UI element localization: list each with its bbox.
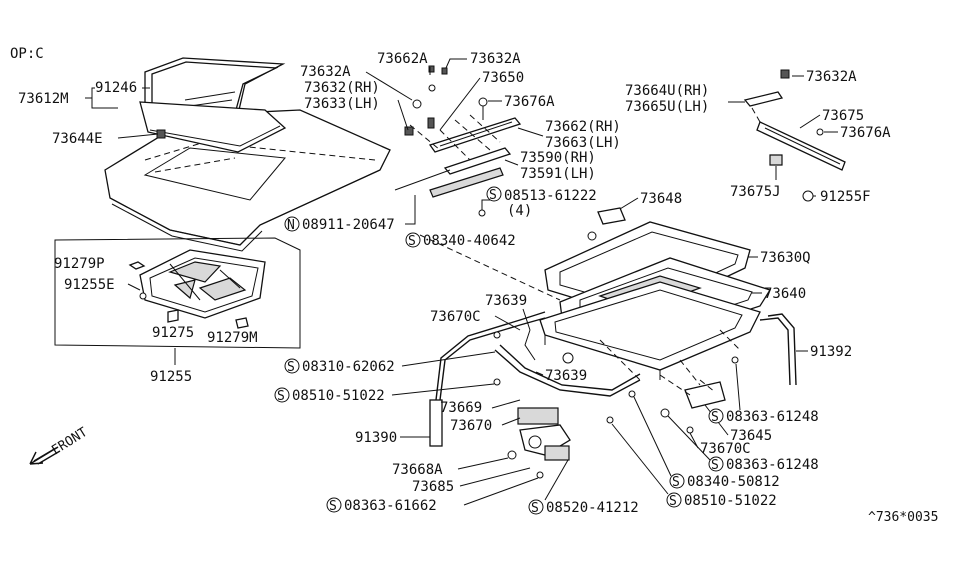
label-73670: 73670 [450, 418, 492, 434]
label-73676A-2: 73676A [840, 125, 891, 141]
label-73663LH: 73663(LH) [545, 135, 621, 151]
label-91246: 91246 [95, 80, 137, 96]
screw-symbol-s: S [669, 494, 677, 509]
label-91275: 91275 [152, 325, 194, 341]
label-73685: 73685 [412, 479, 454, 495]
screw-symbol-s: S [408, 234, 416, 249]
screw-symbol-icon [284, 358, 300, 374]
label-73632A-1: 73632A [300, 64, 351, 80]
screw-symbol-icon [666, 492, 682, 508]
label-08363-61248-b: 08363-61248 [726, 457, 819, 473]
screw-symbol-s: S [287, 360, 295, 375]
label-73669: 73669 [440, 400, 482, 416]
label-08310-62062: 08310-62062 [302, 359, 395, 375]
screw-91255e-icon [139, 292, 147, 300]
sunroof-frame-assembly [539, 221, 771, 386]
drain-hose-91390 [429, 399, 443, 447]
label-08363-61248-a: 08363-61248 [726, 409, 819, 425]
label-73648: 73648 [640, 191, 682, 207]
label-91390: 91390 [355, 430, 397, 446]
sunroof-glass-illustration [139, 57, 287, 153]
label-73632A-2: 73632A [470, 51, 521, 67]
label-08510-51022-1: 08510-51022 [292, 388, 385, 404]
bracket-73648-icon [597, 207, 626, 225]
label-qty-4: (4) [507, 203, 532, 219]
label-73632RH: 73632(RH) [304, 80, 380, 96]
label-08340-40642: 08340-40642 [423, 233, 516, 249]
label-91255: 91255 [150, 369, 192, 385]
label-73676A-1: 73676A [504, 94, 555, 110]
label-73644E: 73644E [52, 131, 103, 147]
screw-symbol-icon [708, 408, 724, 424]
screw-symbol-icon [486, 186, 502, 202]
pad-91279m-icon [235, 317, 249, 329]
screw-symbol-s: S [277, 389, 285, 404]
front-label: FRONT [49, 425, 90, 459]
label-91255F: 91255F [820, 189, 871, 205]
screw-symbol-s: S [531, 501, 539, 516]
screw-symbol-icon [708, 456, 724, 472]
screw-73648-icon [587, 231, 597, 241]
label-73668A: 73668A [392, 462, 443, 478]
label-73662RH: 73662(RH) [545, 119, 621, 135]
label-73630Q: 73630Q [760, 250, 811, 266]
nut-symbol-icon [284, 216, 300, 232]
label-08340-50812: 08340-50812 [687, 474, 780, 490]
screw-symbol-s: S [711, 458, 719, 473]
screw-symbol-icon [326, 497, 342, 513]
screw-symbol-s: S [711, 410, 719, 425]
label-73675J: 73675J [730, 184, 781, 200]
sunshade-box-frame [54, 237, 301, 349]
guide-rail-assembly [394, 65, 522, 198]
nut-symbol-n: N [287, 218, 295, 233]
label-73633LH: 73633(LH) [304, 96, 380, 112]
label-91255E: 91255E [64, 277, 115, 293]
label-08520-41212: 08520-41212 [546, 500, 639, 516]
pad-91279p-icon [128, 261, 146, 270]
label-73591LH: 73591(LH) [520, 166, 596, 182]
label-73675: 73675 [822, 108, 864, 124]
label-91279M: 91279M [207, 330, 258, 346]
label-73664U: 73664U(RH) [625, 83, 709, 99]
drive-cable-assembly [429, 311, 739, 479]
screw-symbol-s: S [329, 499, 337, 514]
label-73639-2: 73639 [545, 368, 587, 384]
screw-symbol-icon [528, 499, 544, 515]
label-91279P: 91279P [54, 256, 105, 272]
label-73665U: 73665U(LH) [625, 99, 709, 115]
label-08911-20647: 08911-20647 [302, 217, 395, 233]
screw-symbol-icon [405, 232, 421, 248]
drain-hose-91392 [759, 317, 791, 386]
label-08513-61222: 08513-61222 [504, 188, 597, 204]
label-73639-1: 73639 [485, 293, 527, 309]
screw-08513-icon [478, 209, 486, 217]
screw-symbol-s: S [672, 475, 680, 490]
label-73590RH: 73590(RH) [520, 150, 596, 166]
screw-symbol-s: S [489, 188, 497, 203]
label-73670C-2: 73670C [700, 441, 751, 457]
label-73632A-3: 73632A [806, 69, 857, 85]
clip-73644e-icon [156, 129, 166, 139]
label-08510-51022-2: 08510-51022 [684, 493, 777, 509]
screw-symbol-icon [274, 387, 290, 403]
screw-symbol-icon [669, 473, 685, 489]
front-arrow-icon [29, 446, 61, 465]
diagram-code: OP:C [10, 46, 44, 62]
label-73612M: 73612M [18, 91, 69, 107]
label-91392: 91392 [810, 344, 852, 360]
label-73670C-1: 73670C [430, 309, 481, 325]
label-73645: 73645 [730, 428, 772, 444]
label-73650: 73650 [482, 70, 524, 86]
label-73640: 73640 [764, 286, 806, 302]
diagram-reference: ^736*0035 [868, 510, 938, 525]
deflector-assembly [743, 69, 846, 202]
label-08363-61662: 08363-61662 [344, 498, 437, 514]
label-73662A: 73662A [377, 51, 428, 67]
clip-91275-icon [167, 309, 179, 323]
